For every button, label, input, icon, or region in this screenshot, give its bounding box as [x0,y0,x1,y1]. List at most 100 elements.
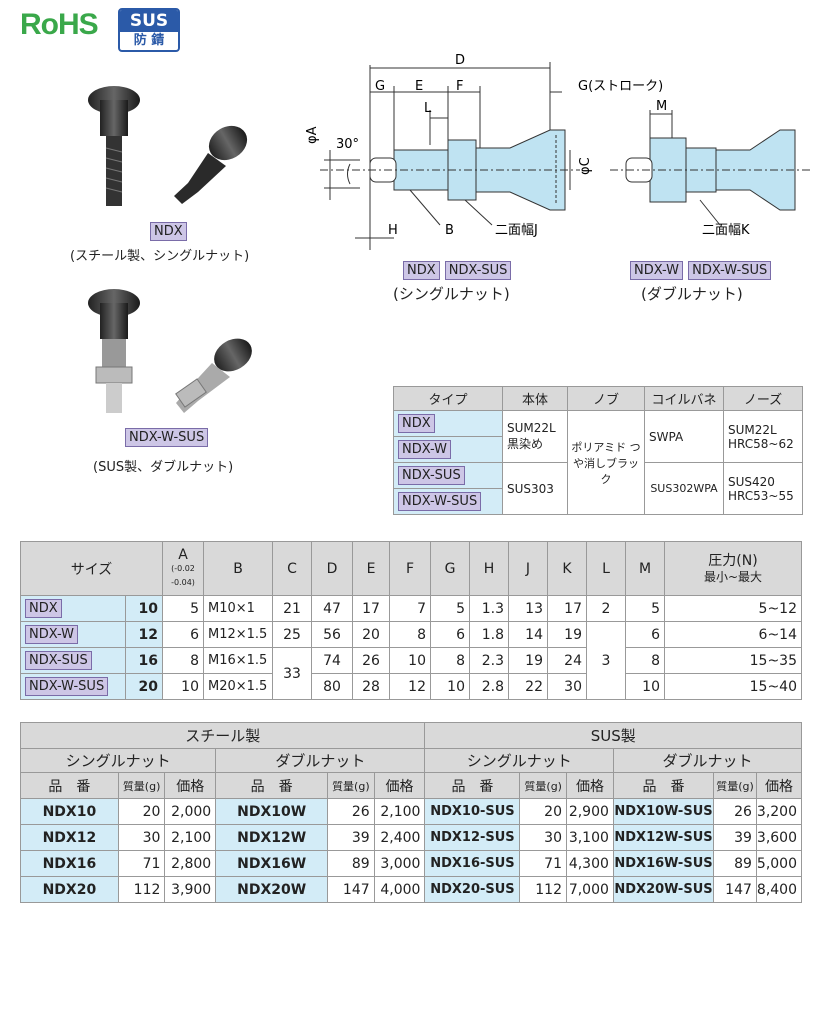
product-code: NDX16-SUS [424,850,521,877]
dim-G: G [375,79,385,94]
size-cell: 19 [508,647,548,674]
mat-type: NDX-SUS [393,462,503,489]
mat-body: SUM22L 黒染め [502,410,568,463]
size-cell: 7 [389,595,431,622]
size-cell: 15~40 [664,673,802,700]
double-caption: (ダブルナット) [641,285,743,303]
product-code: NDX16W-SUS [612,850,715,877]
sus-badge-top: SUS [120,10,178,32]
label-ndx-w: NDX-W [630,261,684,280]
price-h-mass: 質量(g) [519,772,567,799]
mass-cell: 39 [713,824,757,851]
size-cell: 10 [625,673,665,700]
price-cell: 3,600 [755,824,803,851]
mat-knob: ポリアミド つや消しブラック [567,410,645,515]
material-table: タイプ 本体 ノブ コイルバネ ノーズ NDX SUM22L 黒染め ポリアミド… [393,386,803,515]
size-h-size: サイズ [20,541,163,596]
size-cell: 10 [389,647,431,674]
size-cell: 12 [389,673,431,700]
size-size: 12 [125,621,163,648]
price-h-price: 価格 [565,772,614,799]
size-cell: 15~35 [664,647,802,674]
sus-badge: SUS 防 錆 [118,8,180,52]
rohs-logo: RoHS [20,8,99,41]
price-h-single: シングルナット [424,748,614,773]
double-labels: NDX-W NDX-W-SUS [630,259,772,280]
price-cell: 2,100 [164,824,217,851]
size-cell: 33 [272,647,312,700]
size-cell: 13 [508,595,548,622]
price-cell: 3,000 [373,850,426,877]
size-h-A: A(-0.02-0.04) [162,541,204,596]
size-cell: 74 [311,647,353,674]
product-code: NDX10W [215,798,329,825]
product-photo-ndx-w-sus [88,289,252,413]
size-cell: M10×1 [203,595,273,622]
size-size: 16 [125,647,163,674]
product-code: NDX20 [20,876,119,903]
price-cell: 8,400 [755,876,803,903]
mat-h-body: 本体 [502,386,568,411]
mass-cell: 89 [327,850,375,877]
size-cell: 17 [352,595,390,622]
size-cell: 80 [311,673,353,700]
product-code: NDX10W-SUS [612,798,715,825]
price-h-price: 価格 [755,772,803,799]
dim-H: H [388,223,398,238]
price-cell: 2,000 [164,798,217,825]
product-code: NDX12 [20,824,119,851]
price-cell: 7,000 [565,876,614,903]
size-cell: 1.3 [469,595,509,622]
size-cell: 21 [272,595,312,622]
size-size: 10 [125,595,163,622]
price-cell: 3,200 [755,798,803,825]
price-h-double: ダブルナット [215,748,426,773]
product-code: NDX20W [215,876,329,903]
price-cell: 3,900 [164,876,217,903]
price-h-price: 価格 [164,772,217,799]
price-h-single: シングルナット [19,748,217,773]
size-cell: 25 [272,621,312,648]
mat-body: SUS303 [502,462,568,515]
size-h-G: G [430,541,470,596]
size-cell: 8 [162,647,204,674]
size-h-J: J [508,541,548,596]
price-h-code: 品 番 [215,772,329,799]
price-h-code: 品 番 [424,772,521,799]
size-cell: 24 [547,647,587,674]
size-h-F: F [389,541,431,596]
size-cell: 3 [586,621,626,700]
mass-cell: 112 [117,876,166,903]
mass-cell: 39 [327,824,375,851]
dim-D: D [455,53,465,68]
size-cell: 6 [430,621,470,648]
mat-type: NDX-W-SUS [393,488,503,515]
dim-phiC: φC [578,157,593,175]
size-h-K: K [547,541,587,596]
size-cell: 2 [586,595,626,622]
mass-cell: 89 [713,850,757,877]
mass-cell: 112 [519,876,567,903]
price-cell: 3,100 [565,824,614,851]
dim-stroke: G(ストローク) [578,79,663,94]
size-h-D: D [311,541,353,596]
size-cell: 20 [352,621,390,648]
size-cell: 5~12 [664,595,802,622]
size-type: NDX-W [20,621,126,648]
size-cell: 2.8 [469,673,509,700]
size-cell: 2.3 [469,647,509,674]
product-code: NDX12W [215,824,329,851]
price-h-price: 価格 [373,772,426,799]
size-cell: M16×1.5 [203,647,273,674]
size-h-L: L [586,541,626,596]
mass-cell: 30 [117,824,166,851]
price-cell: 2,800 [164,850,217,877]
dim-L: L [424,101,432,116]
sus-badge-bottom: 防 錆 [133,33,165,48]
size-cell: 47 [311,595,353,622]
single-labels: NDX NDX-SUS [403,259,512,280]
size-cell: 56 [311,621,353,648]
mat-type: NDX-W [393,436,503,463]
